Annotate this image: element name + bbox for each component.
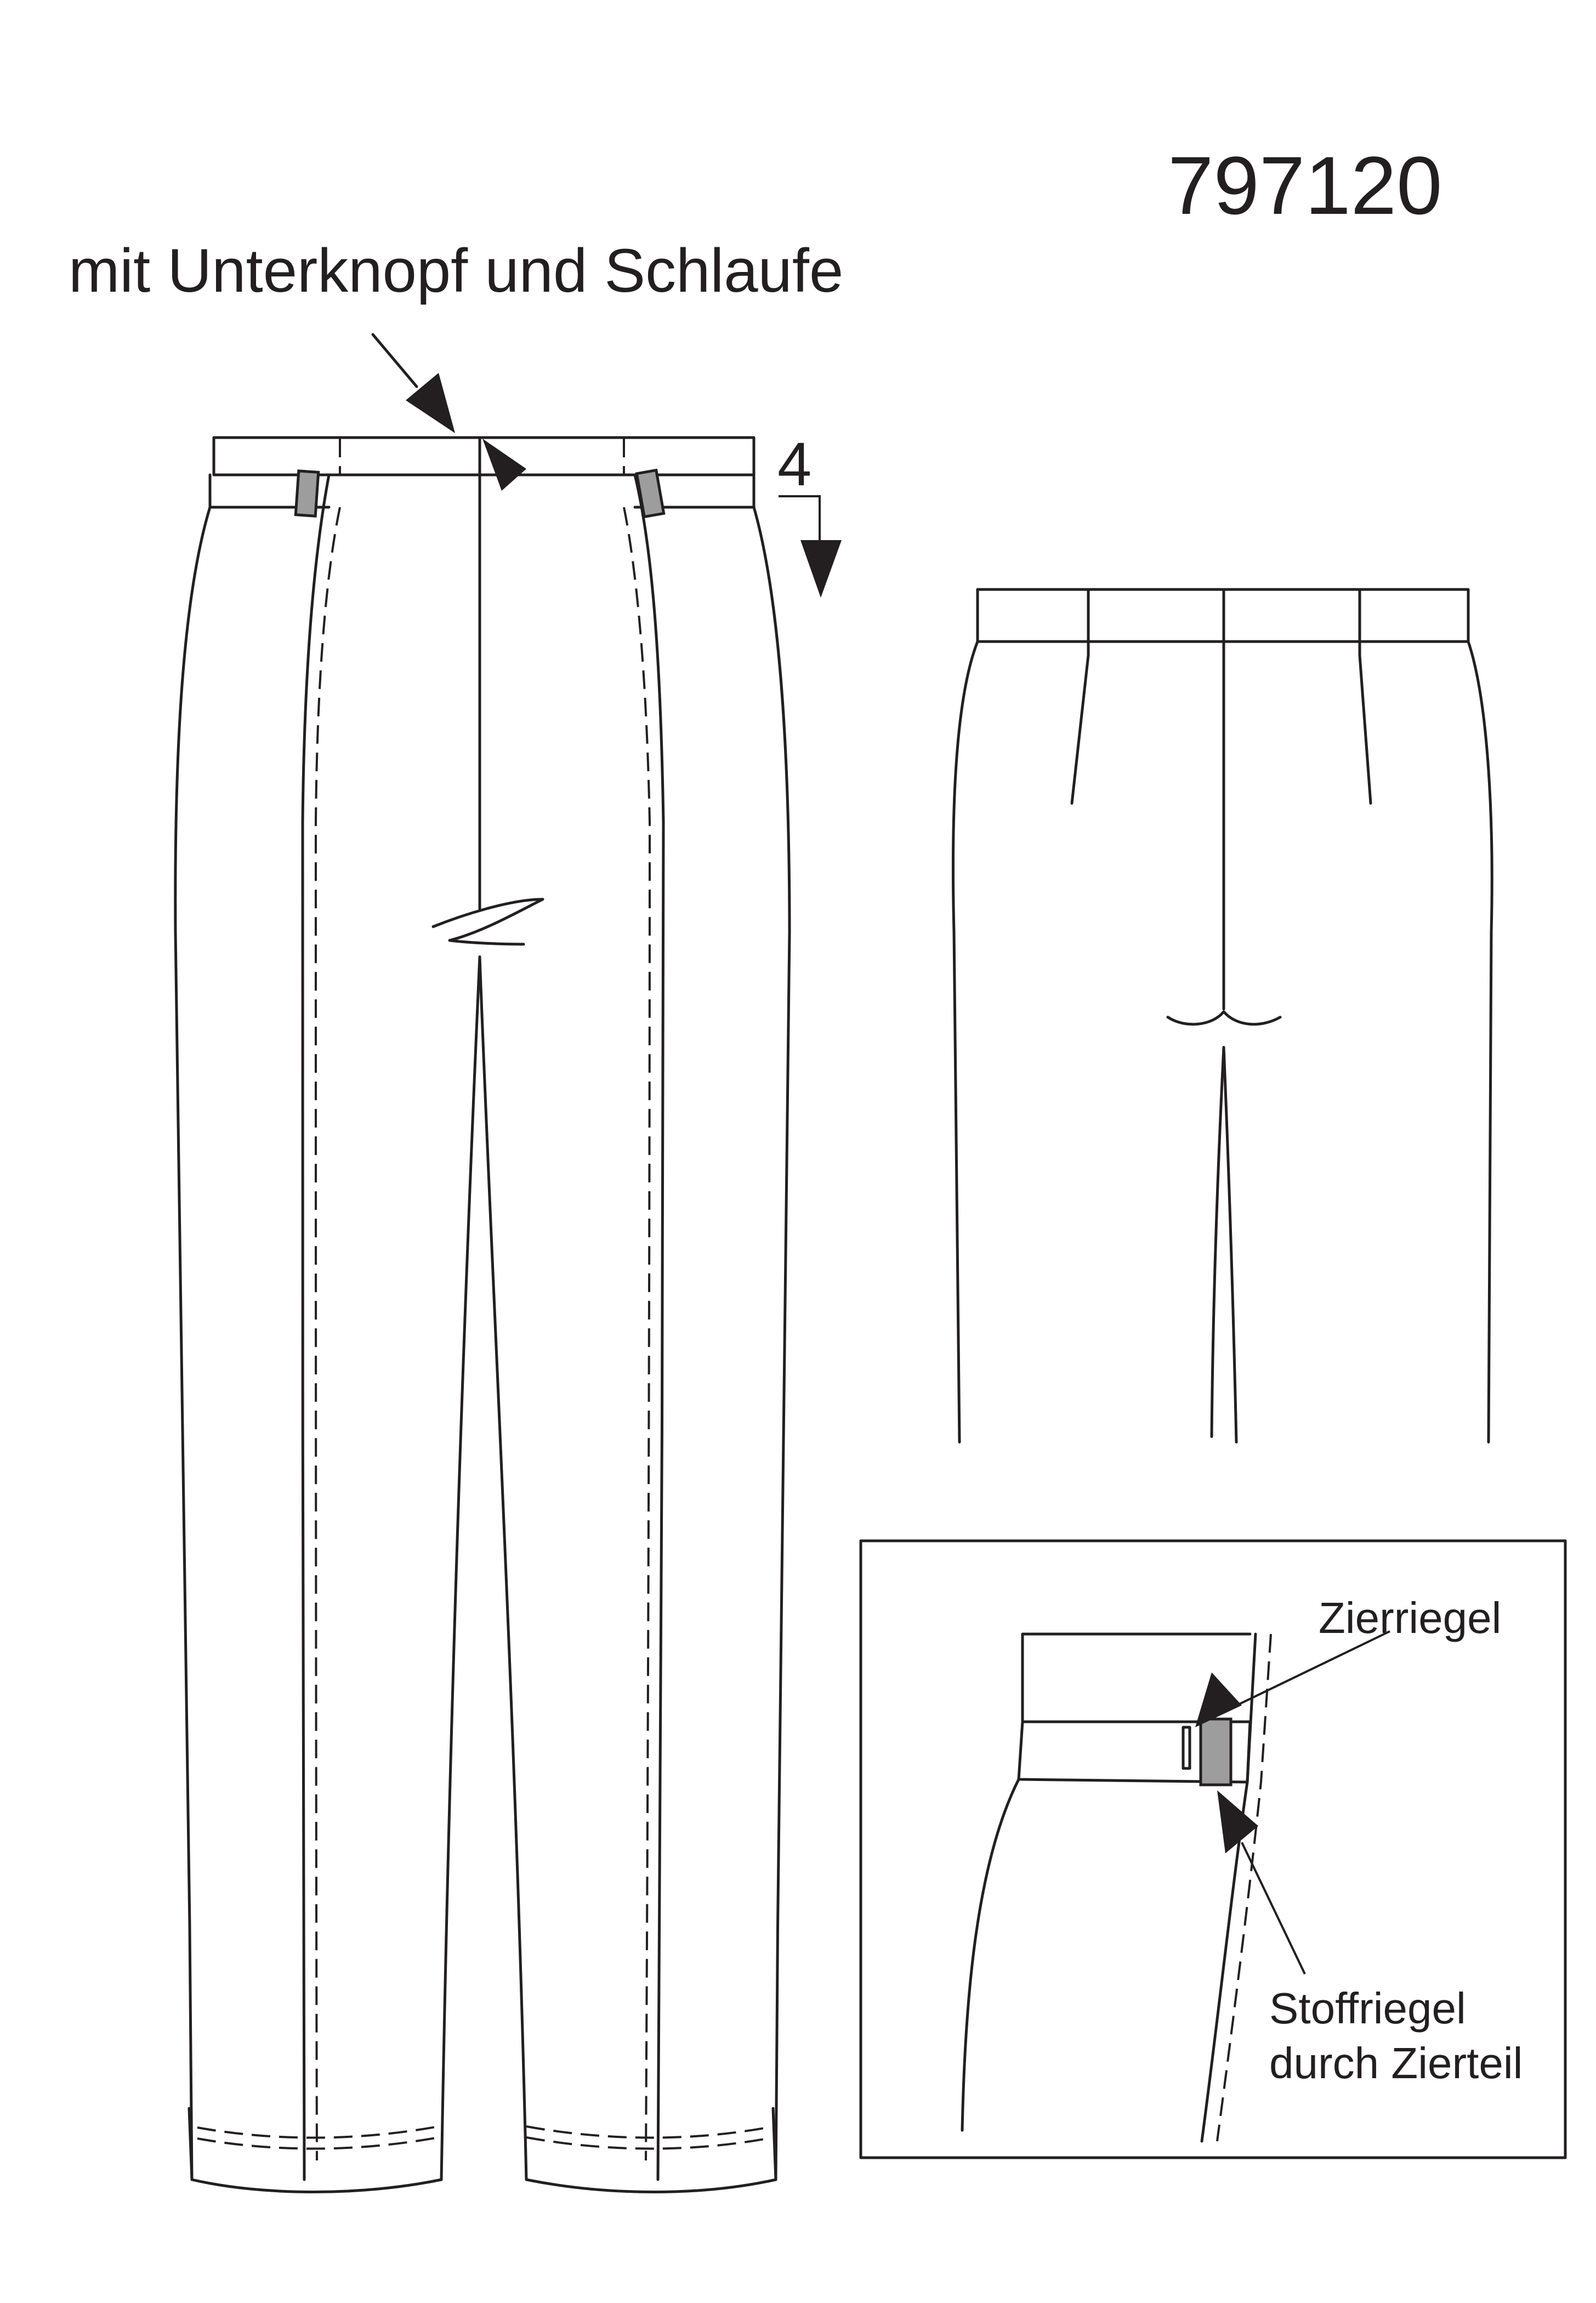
front-right-inseam	[478, 955, 528, 2181]
detail-box: Zierriegel Stoffriegel durch Zierteil	[859, 1539, 1567, 2159]
detail-zierriegel-label: Zierriegel	[1319, 1593, 1501, 1642]
detail-zierriegel-leader	[1225, 1630, 1390, 1712]
front-right-outseam	[752, 506, 791, 2181]
front-left-vent	[188, 2107, 194, 2181]
front-right-crease	[633, 473, 665, 2181]
dimension-arrowhead	[800, 540, 842, 598]
front-zipper-tack	[431, 898, 544, 946]
front-left-hem-stitch-2	[197, 2136, 439, 2150]
detail-stoffriegel-arrowhead	[1217, 1790, 1258, 1853]
back-left-side-seam	[951, 640, 979, 1444]
back-left-inseam	[1210, 1046, 1225, 1438]
front-note-arrowhead	[406, 373, 455, 433]
front-left-outseam	[174, 506, 212, 2181]
front-view	[174, 333, 791, 2193]
back-right-inseam	[1222, 1046, 1238, 1444]
front-right-vent	[771, 2107, 777, 2181]
back-left-dart	[1070, 588, 1090, 805]
back-seat-curve	[1166, 1010, 1282, 1026]
front-right-hem-stitch-2	[526, 2136, 768, 2150]
dimension-marker: 4	[777, 430, 842, 598]
front-left-hem	[190, 2178, 443, 2193]
front-left-hem-stitch-1	[197, 2125, 439, 2139]
detail-stoffriegel-label-2: durch Zierteil	[1269, 2039, 1523, 2088]
front-left-inseam	[440, 955, 481, 2181]
back-right-side-seam	[1467, 640, 1493, 1444]
detail-topstitch	[1216, 1633, 1272, 2142]
detail-zierriegel-arrowhead	[1195, 1672, 1242, 1727]
front-note-leader	[371, 333, 418, 388]
front-belt-band-right	[633, 473, 756, 509]
front-button-arrowhead	[482, 439, 526, 491]
back-view	[951, 588, 1493, 1444]
article-number: 797120	[1168, 139, 1442, 231]
front-riegel-left	[294, 469, 320, 518]
dimension-value: 4	[777, 430, 811, 498]
front-waistband	[212, 436, 756, 477]
detail-zierteil	[1199, 1717, 1233, 1786]
front-left-crease	[301, 473, 331, 2181]
detail-riegel-bar	[1182, 1726, 1191, 1770]
detail-frame	[859, 1539, 1567, 2159]
detail-waistband	[1021, 1632, 1252, 1723]
front-right-hem-stitch-1	[526, 2125, 768, 2139]
waistband-note: mit Unterknopf und Schlaufe	[69, 236, 843, 305]
front-right-hem	[525, 2178, 777, 2193]
detail-stoffriegel-leader	[1241, 1842, 1306, 1975]
front-right-topstitch	[623, 439, 651, 2161]
back-right-dart	[1358, 588, 1372, 805]
detail-side-seam	[961, 1778, 1020, 2132]
detail-stoffriegel-label-1: Stoffriegel	[1269, 1984, 1466, 2033]
front-left-topstitch	[314, 439, 341, 2161]
dimension-leader	[779, 495, 821, 543]
